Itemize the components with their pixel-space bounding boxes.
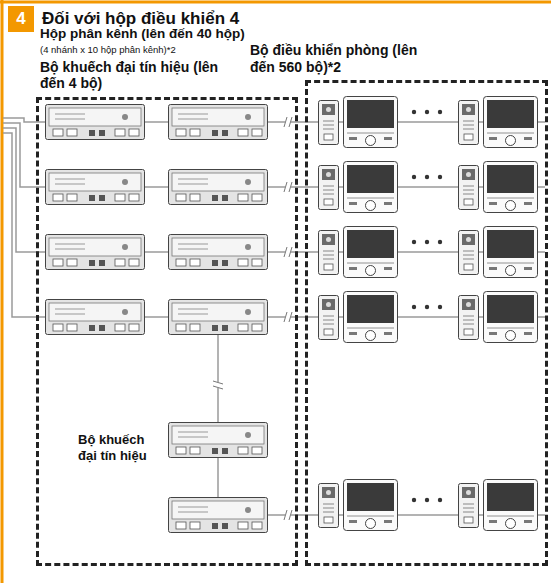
room-monitor: [459, 480, 538, 531]
break-mark: [289, 117, 292, 127]
wiring: [145, 186, 168, 188]
distributor-unit: [169, 300, 268, 335]
dashed-group-region: Bộ điều khiển phòng (lên đến 560 bộ)*2: [246, 42, 548, 566]
break-mark: [213, 381, 223, 384]
distributor-unit: [169, 170, 268, 205]
break-mark: [284, 312, 287, 322]
distributor-unit: [46, 170, 145, 205]
wiring: [217, 335, 219, 422]
break-mark: [284, 246, 292, 258]
ellipsis-dots: [425, 498, 429, 502]
break-mark: [289, 312, 292, 322]
section-number: 4: [16, 9, 25, 29]
dashed-border: [305, 80, 548, 566]
ellipsis-dots: [425, 110, 429, 114]
room-monitor: [459, 97, 538, 148]
room-monitor: [319, 227, 398, 278]
break-mark: [289, 510, 292, 520]
group-note: (4 nhánh x 10 hộp phân kênh)*2: [40, 44, 245, 55]
wiring: [3, 118, 45, 122]
distributor-unit: [46, 235, 145, 270]
wiring: [145, 121, 168, 123]
group-note: Bộ khuếch đại tín hiệu (lên đến 4 bộ): [40, 59, 220, 93]
break-mark: [285, 311, 291, 323]
ellipsis-dots: [412, 498, 416, 502]
distributor-unit: [169, 235, 268, 270]
ellipsis-dots: [438, 498, 442, 502]
room-monitor: [459, 227, 538, 278]
room-monitor: [319, 97, 398, 148]
break-mark: [284, 116, 292, 128]
break-mark: [285, 116, 291, 128]
ellipsis-dots: [438, 175, 442, 179]
group-heading: Hộp phân kênh (lên đến 40 hộp): [40, 26, 250, 42]
break-mark: [212, 381, 224, 389]
orange-frame: [1, 0, 4, 583]
ellipsis-dots: [412, 305, 416, 309]
wiring: [145, 251, 168, 253]
break-mark: [284, 182, 287, 192]
room-monitor: [459, 162, 538, 213]
text-group: Bộ điều khiển phòng (lên đến 560 bộ)*2: [246, 42, 548, 76]
break-mark: [284, 311, 292, 323]
group-heading: Bộ điều khiển phòng (lên đến 560 bộ)*2: [250, 42, 435, 76]
break-mark: [289, 182, 292, 192]
distributor-unit: [169, 423, 268, 458]
ellipsis-dots: [438, 110, 442, 114]
room-monitor: [319, 97, 538, 531]
ellipsis-dots: [412, 175, 416, 179]
section-number-badge: 4: [8, 6, 34, 32]
break-mark: [289, 247, 292, 257]
distributor-unit: [169, 105, 268, 140]
ellipsis-dots: [412, 110, 416, 114]
ellipsis-dots: [425, 305, 429, 309]
ellipsis-dots: [412, 240, 416, 244]
room-monitor: [319, 480, 398, 531]
distributor-unit: [46, 105, 145, 140]
break-mark: [284, 117, 287, 127]
break-mark: [284, 510, 287, 520]
ellipsis-dots: [412, 110, 442, 502]
distributor-unit: [46, 105, 268, 533]
break-mark: [213, 386, 223, 389]
room-monitor: [319, 292, 398, 343]
ellipsis-dots: [438, 305, 442, 309]
wiring: [145, 316, 168, 318]
orange-frame: [0, 1, 551, 4]
break-mark: [285, 246, 291, 258]
dashed-border: [36, 97, 298, 566]
text-group: 4: [16, 9, 25, 29]
break-mark: [212, 382, 224, 388]
room-monitor: [319, 162, 398, 213]
break-mark: [285, 509, 291, 521]
break-mark: [284, 181, 292, 193]
ellipsis-dots: [425, 175, 429, 179]
wiring: [3, 128, 45, 252]
break-mark: [285, 181, 291, 193]
ellipsis-dots: [425, 240, 429, 244]
room-monitor: [459, 292, 538, 343]
wiring: [3, 118, 545, 515]
ellipsis-dots: [438, 240, 442, 244]
break-mark: [284, 247, 287, 257]
distributor-unit: [46, 300, 145, 335]
wiring: [3, 133, 45, 317]
dashed-group-region: Hộp phân kênh (lên đến 40 hộp) (4 nhánh x…: [36, 26, 298, 566]
wiring: [217, 458, 219, 497]
break-mark: [284, 509, 292, 521]
part-label: Bộ khuếch đại tín hiệu: [78, 432, 164, 463]
distributor-unit: [169, 498, 268, 533]
